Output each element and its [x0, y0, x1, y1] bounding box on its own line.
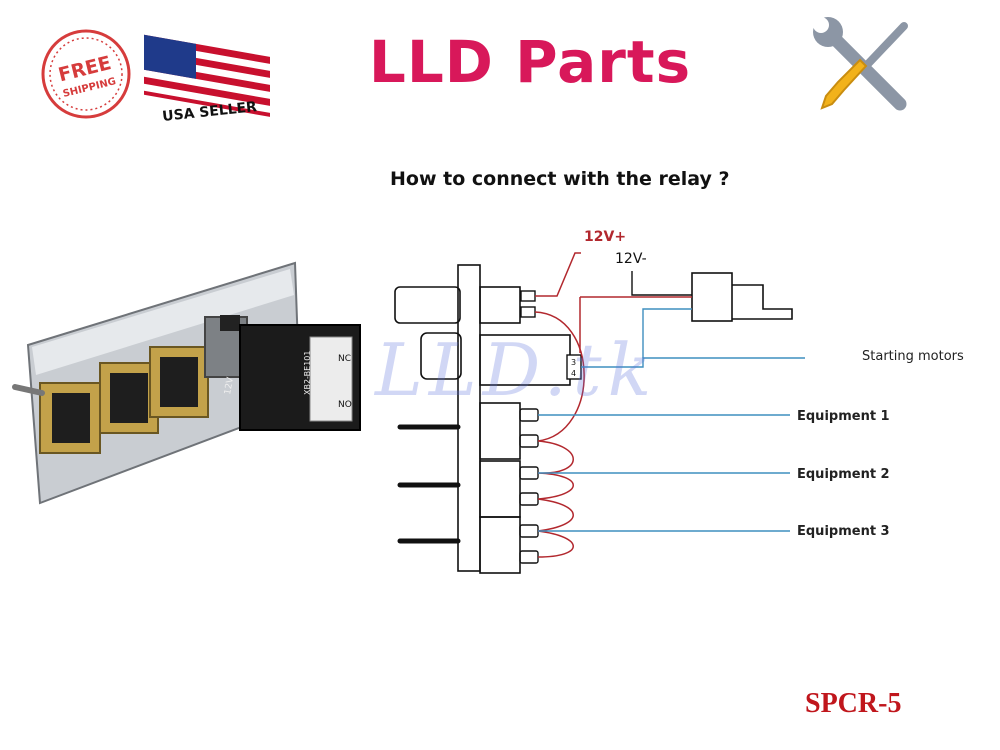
relay-pin-3: 3	[571, 358, 576, 367]
toggle-switch-3	[149, 346, 209, 418]
brand-title: LLD Parts	[368, 28, 692, 96]
crossed-wrench-screwdriver-icon	[813, 17, 908, 111]
switch-panel-photo: 12V XB2-BE101 NC NO	[12, 261, 361, 505]
label-starting-motors: Starting motors	[862, 349, 964, 364]
toggle-switch-symbol-1	[397, 402, 539, 460]
diagram-title: How to connect with the relay ?	[390, 168, 730, 190]
contact-nc-label: NC	[338, 354, 351, 364]
starter-relay-box	[691, 272, 733, 322]
toggle-switch-1	[12, 382, 101, 454]
start-push-button: 12V XB2-BE101 NC NO	[204, 315, 361, 431]
panel-plate	[457, 264, 481, 572]
watermark: LLD.tk	[375, 328, 658, 412]
toggle-switch-symbol-2	[397, 460, 539, 518]
usa-seller-badge: USA SELLER	[144, 34, 270, 123]
toggle-switch-symbol-3	[397, 516, 539, 574]
label-equipment-2: Equipment 2	[797, 467, 890, 482]
contact-block-model: XB2-BE101	[303, 351, 312, 395]
label-12v-positive: 12V+	[584, 229, 627, 245]
wire-12v-negative	[631, 271, 692, 296]
relay-plunger	[420, 332, 462, 380]
toggle-switch-2	[99, 362, 159, 434]
push-button-symbol	[394, 286, 461, 324]
wiring-diagram: 3 4	[394, 252, 805, 574]
wire-red-chain	[534, 311, 585, 558]
relay-pin-4: 4	[571, 369, 576, 378]
free-shipping-badge: FREE SHIPPING	[41, 29, 131, 119]
wire-starting-motors	[581, 357, 805, 368]
wire-12v-positive	[535, 252, 581, 297]
push-button-label: 12V	[223, 376, 236, 396]
label-12v-negative: 12V-	[615, 251, 647, 267]
contact-no-label: NO	[338, 400, 352, 410]
label-equipment-1: Equipment 1	[797, 409, 890, 424]
label-equipment-3: Equipment 3	[797, 524, 890, 539]
product-code: SPCR-5	[805, 688, 902, 719]
